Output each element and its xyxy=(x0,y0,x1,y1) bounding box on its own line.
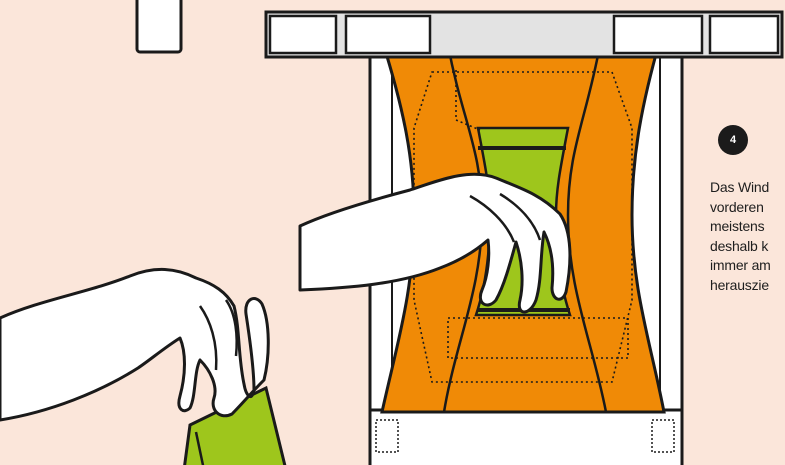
step-number-badge: 4 xyxy=(718,125,748,155)
instruction-line: Das Wind xyxy=(710,179,770,195)
small-box xyxy=(135,0,183,54)
top-rail xyxy=(264,10,784,59)
instruction-line: deshalb k xyxy=(710,237,769,254)
right-hand-icon xyxy=(298,172,572,314)
step-instructions: Das Wind vorderen meistens deshalb k imm… xyxy=(710,178,785,295)
instruction-line: vorderen xyxy=(710,198,764,215)
instruction-line: meistens xyxy=(710,218,765,234)
instruction-line: immer am xyxy=(710,257,771,273)
instruction-line: herauszie xyxy=(710,276,769,293)
left-hand-icon xyxy=(0,267,270,422)
